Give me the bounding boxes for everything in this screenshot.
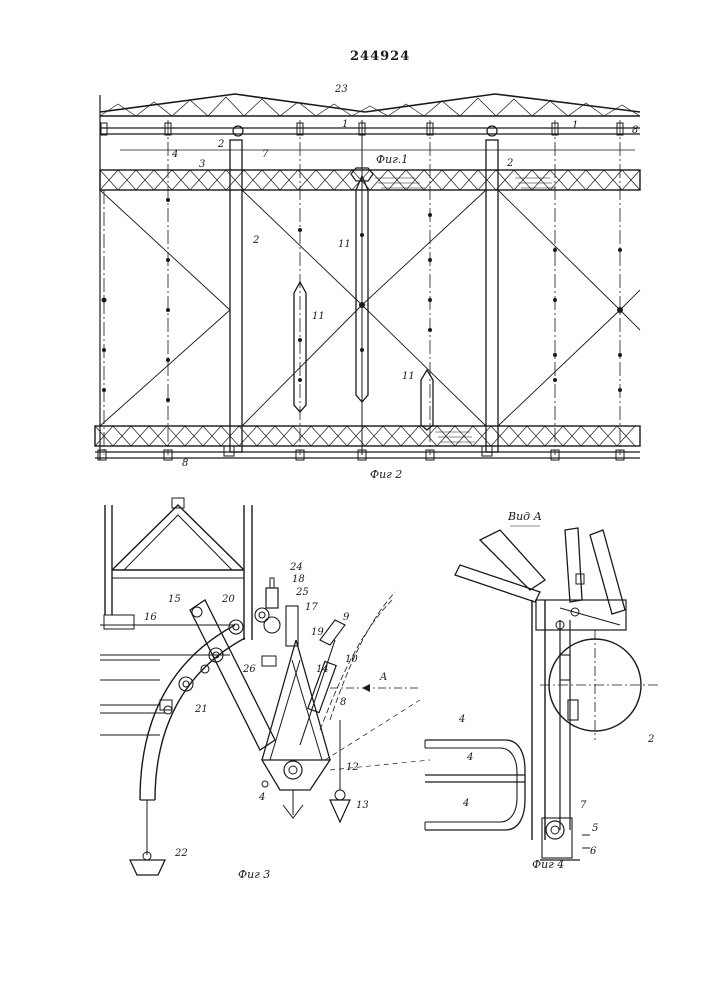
fig4-caption: Фиг 4: [532, 858, 564, 871]
fig3-label-21: 21: [194, 704, 208, 715]
fig4-label-4b: 4: [466, 752, 473, 763]
fig3-label-22: 22: [174, 848, 188, 859]
fig1-caption: Фиг.1: [376, 153, 408, 166]
patent-number: 244924: [350, 49, 410, 64]
fig3-label-25: 25: [295, 587, 309, 598]
fig3-mechanism: [100, 498, 430, 875]
fig3-label-4: 4: [258, 792, 265, 803]
fig2-label-11a: 11: [338, 239, 351, 250]
fig2-label-7: 7: [262, 149, 269, 160]
fig3-label-19: 19: [311, 627, 324, 638]
fig2-label-11c: 11: [402, 371, 415, 382]
fig4-label-5: 5: [592, 823, 598, 834]
fig3-label-26: 26: [242, 664, 256, 675]
fig4-labels: Вид А 4 4 4 7 5 6 2 Фиг 4: [458, 510, 654, 871]
fig2-label-1a: 1: [342, 119, 348, 130]
fig2-label-23: 23: [334, 84, 348, 95]
fig4-label-2: 2: [647, 734, 654, 745]
fig3-label-16: 16: [144, 612, 157, 623]
fig3-caption: Фиг 3: [238, 868, 270, 881]
fig2-label-2a: 2: [217, 139, 224, 150]
fig4-view: [425, 528, 660, 860]
fig2-label-8b: 8: [182, 458, 188, 469]
fig3-label-13: 13: [356, 800, 369, 811]
fig3-label-24: 24: [289, 562, 303, 573]
fig3-label-14: 14: [316, 664, 329, 675]
fig3-label-15: 15: [168, 594, 181, 605]
fig2-label-2b: 2: [506, 158, 513, 169]
fig3-label-18: 18: [292, 574, 305, 585]
fig3-label-20: 20: [221, 594, 235, 605]
fig3-label-9: 9: [343, 612, 350, 623]
fig4-view-label: Вид А: [507, 510, 542, 523]
fig4-label-4c: 4: [462, 798, 469, 809]
fig2-label-2c: 2: [252, 235, 259, 246]
fig2-labels: 23 1 1 2 7 4 3 2 8 11 11 11 2 8 Фиг.1 Фи…: [171, 84, 638, 481]
fig4-label-6: 6: [590, 846, 597, 857]
fig3-label-17: 17: [305, 602, 318, 613]
fig4-label-4a: 4: [458, 714, 465, 725]
fig2-label-11b: 11: [312, 311, 325, 322]
fig2-label-4: 4: [171, 149, 178, 160]
fig3-label-10: 10: [345, 654, 358, 665]
fig4-label-7: 7: [580, 800, 587, 811]
fig2-caption: Фиг 2: [370, 468, 402, 481]
fig3-label-A: A: [379, 672, 387, 683]
fig2-label-8a: 8: [632, 125, 638, 136]
fig3-label-8: 8: [340, 697, 346, 708]
fig2-label-1b: 1: [572, 120, 578, 131]
fig2-label-3: 3: [199, 159, 205, 170]
fig3-label-12: 12: [346, 762, 359, 773]
